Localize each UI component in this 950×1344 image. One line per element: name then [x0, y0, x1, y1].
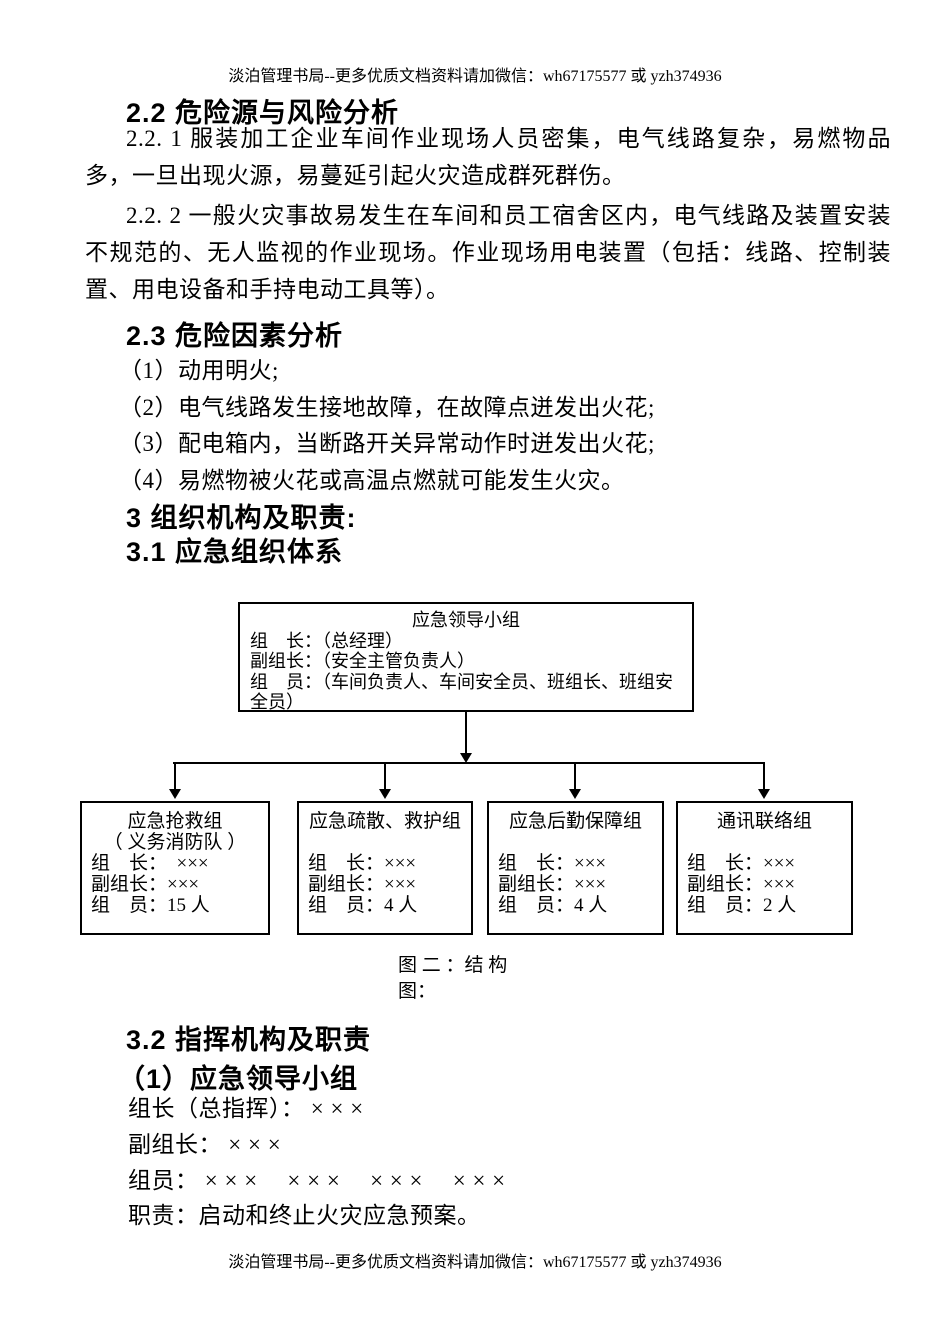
figure-caption-line-1: 图 二 ：结 构	[398, 955, 508, 976]
heading-3-2-1: （1）应急领导小组	[118, 1064, 359, 1094]
header-note: 淡泊管理书局--更多优质文档资料请加微信：wh67175577 或 yzh374…	[228, 68, 722, 85]
connector-drop-1	[174, 764, 176, 790]
arrow-down-icon	[379, 789, 391, 799]
org-chart-leader-box: 应急领导小组 组 长：（总经理） 副组长：（安全主管负责人） 组 员：（车间负责…	[238, 602, 694, 712]
connector-horizontal	[173, 762, 765, 764]
line-duty: 职责：启动和终止火灾应急预案。	[128, 1203, 481, 1228]
group-box-deputy: 副组长：×××	[498, 874, 607, 895]
arrow-down-icon	[169, 789, 181, 799]
heading-3: 3 组织机构及职责:	[126, 503, 357, 533]
group-box-subtitle: （ 义务消防队 ）	[103, 832, 247, 853]
line-commander: 组长（总指挥）： × × ×	[128, 1096, 364, 1121]
org-chart-communication-box: 通讯联络组 组 长：××× 副组长：××× 组 员：2 人	[676, 801, 853, 935]
group-box-deputy: 副组长：×××	[91, 874, 200, 895]
arrow-down-icon	[460, 753, 472, 763]
line-deputy: 副组长： × × ×	[128, 1132, 282, 1157]
footer-note: 淡泊管理书局--更多优质文档资料请加微信：wh67175577 或 yzh374…	[228, 1254, 722, 1271]
leader-box-members: 组 员：（车间负责人、车间安全员、班组长、班组安全员）	[250, 671, 673, 713]
group-box-deputy: 副组长：×××	[687, 874, 796, 895]
group-box-title: 应急后勤保障组	[508, 811, 642, 832]
group-box-leader: 组 长：×××	[308, 853, 417, 874]
arrow-down-icon	[758, 789, 770, 799]
connector-drop-2	[384, 764, 386, 790]
org-chart-rescue-box: 应急抢救组 （ 义务消防队 ） 组 长： ××× 副组长：××× 组 员：15 …	[80, 801, 270, 935]
group-box-leader: 组 长：×××	[687, 853, 796, 874]
heading-2-3: 2.3 危险因素分析	[126, 321, 344, 351]
figure-caption: 图 二 ：结 构 图：	[398, 953, 507, 1005]
connector-drop-4	[763, 764, 765, 790]
hazard-item-1: （1）动用明火;	[119, 358, 279, 383]
hazard-item-4: （4）易燃物被火花或高温点燃就可能发生火灾。	[119, 468, 625, 493]
group-box-subtitle	[308, 832, 462, 853]
heading-3-1: 3.1 应急组织体系	[126, 537, 344, 567]
group-box-title: 通讯联络组	[716, 811, 812, 832]
group-box-members: 组 员：4 人	[498, 895, 608, 916]
group-box-members: 组 员：2 人	[687, 895, 797, 916]
group-box-title: 应急抢救组	[127, 811, 223, 832]
arrow-down-icon	[569, 789, 581, 799]
group-box-subtitle	[687, 832, 842, 853]
connector-vertical-center	[465, 712, 467, 753]
group-box-title: 应急疏散、救护组	[308, 811, 461, 832]
group-box-deputy: 副组长：×××	[308, 874, 417, 895]
paragraph-2-2-2: 2.2. 2 一般火灾事故易发生在车间和员工宿舍区内，电气线路及装置安装不规范的…	[85, 203, 891, 302]
group-box-leader: 组 长：×××	[498, 853, 607, 874]
line-members: 组员： × × × × × × × × × × × ×	[128, 1168, 506, 1193]
hazard-item-2: （2）电气线路发生接地故障，在故障点迸发出火花;	[119, 395, 655, 420]
group-box-members: 组 员：15 人	[91, 895, 210, 916]
group-box-leader: 组 长： ×××	[91, 853, 209, 874]
heading-2-2: 2.2 危险源与风险分析	[126, 98, 400, 128]
org-chart-evacuation-box: 应急疏散、救护组 组 长：××× 副组长：××× 组 员：4 人	[297, 801, 473, 935]
paragraph-2-2-1: 2.2. 1 服装加工企业车间作业现场人员密集，电气线路复杂，易燃物品多，一旦出…	[85, 126, 891, 188]
group-box-members: 组 员：4 人	[308, 895, 418, 916]
connector-drop-3	[574, 764, 576, 790]
hazard-item-3: （3）配电箱内，当断路开关异常动作时迸发出火花;	[119, 431, 655, 456]
figure-caption-line-2: 图：	[398, 981, 437, 1002]
leader-box-leader: 组 长：（总经理）	[250, 630, 403, 651]
heading-3-2: 3.2 指挥机构及职责	[126, 1025, 372, 1055]
leader-box-title: 应急领导小组	[412, 610, 520, 630]
leader-box-deputy: 副组长：（安全主管负责人）	[250, 651, 475, 671]
group-box-subtitle	[498, 832, 653, 853]
org-chart-logistics-box: 应急后勤保障组 组 长：××× 副组长：××× 组 员：4 人	[487, 801, 664, 935]
